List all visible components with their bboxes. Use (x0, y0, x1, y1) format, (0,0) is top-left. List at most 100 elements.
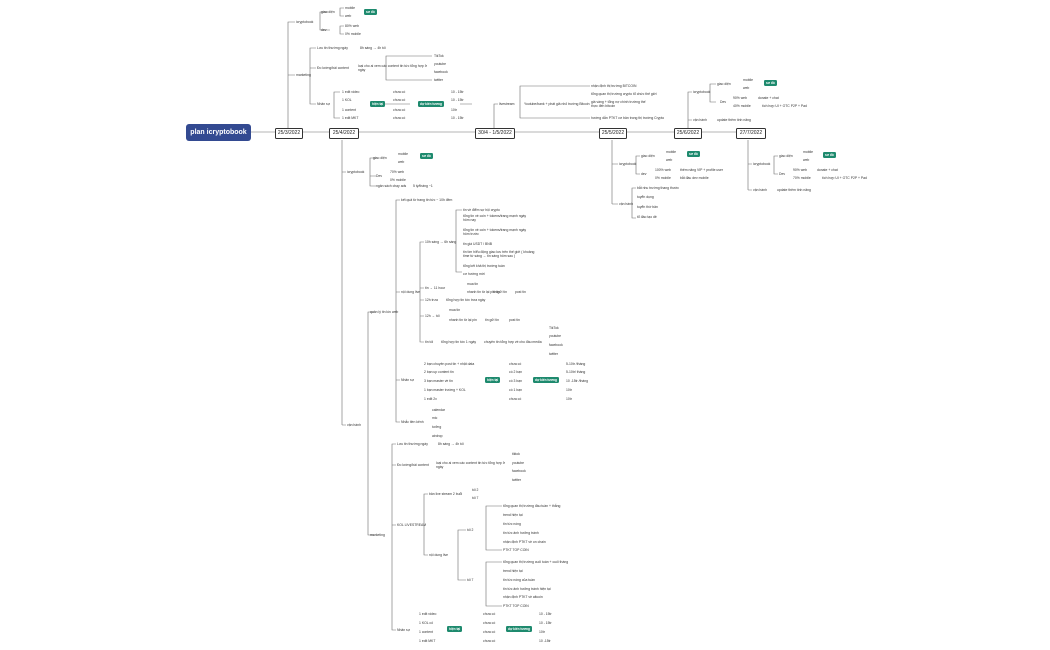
b2-platform2-3: facebook (512, 469, 526, 473)
b1-dev-web: 80% web (345, 24, 359, 28)
b2-nhan-su2: Nhân sự (397, 628, 411, 632)
b4-item-4: tổ đào tạo dẻ (637, 215, 657, 219)
b3-livestream: livestream (499, 102, 515, 106)
b2-g1-item-3: tổng tin về coin + tokens/trang mạnh ngà… (463, 228, 527, 236)
b2-hien-5: chưa có (509, 397, 522, 401)
b2-hien-tai-tag: hiện tại (485, 377, 501, 383)
b6-dev: Dev (779, 172, 786, 176)
b1-luu-tin-val: 8h sáng → 4h tối (360, 46, 386, 50)
b2-g4-c: tin gửi tin (485, 318, 499, 322)
b2-g4-b: nhanh tin từ lại pin (449, 318, 477, 322)
b2-nhac-1: calendar (432, 408, 446, 412)
b2-dev-web: 70% web (390, 170, 404, 174)
b1-hien-4: chưa có (393, 116, 406, 120)
b2-platform2-4: twitter (512, 478, 522, 482)
b1-du-1: 10 - 15tr (451, 90, 464, 94)
b2-nhac-3: tưởng (432, 425, 442, 429)
b2-staff2-4: 1 edit MKT (419, 639, 436, 643)
b2-g5-val: tổng hợp tin tức 1 ngày (441, 340, 477, 344)
b2-t7-2: trend hiện tại (503, 569, 523, 573)
b4-dev-mobile-val: bắt đầu dev mobile (680, 176, 709, 180)
b2-hien2-4: chưa có (483, 639, 496, 643)
b1-platform-facebook: facebook (434, 70, 448, 74)
b2-du-5: 10tr (566, 397, 572, 401)
b2-ban-2: tối 7 (472, 496, 479, 500)
b2-g2-c: tin gửi tin (493, 290, 507, 294)
b2-du2-4: 10 -15tr (539, 639, 551, 643)
b2-du-4: 10tr (566, 388, 572, 392)
date-node-3[interactable]: 30/4 - 1/5/2022 (475, 128, 515, 139)
b2-du-kien-tag-2: dự kiến tương (506, 626, 532, 632)
b3-item-4: hướng dẫn PTKT cơ bản trong thị trường C… (591, 116, 665, 120)
b3-livestream-val: Youtube/bank + phát giả nhỏ trường Bitco… (524, 102, 590, 106)
b2-g2-a: mua tin (467, 282, 479, 286)
b1-giao-dien: giao diện (321, 10, 335, 14)
b5-van-hanh-val: update thêm tính năng (717, 118, 751, 122)
b2-t7-6: PTKT TOP COIN (503, 604, 529, 608)
b2-platform-2: youtube (549, 334, 562, 338)
b2-du2-2: 10 - 15tr (539, 621, 552, 625)
b5-web: web (743, 86, 750, 90)
b1-dinh-tinh: Đo lường/bài content (317, 66, 349, 70)
b1-du-3: 10tr (451, 108, 457, 112)
b2-hien-3: có 3 bạn (509, 379, 523, 383)
b6-mobile: mobile (803, 150, 813, 154)
date-node-6[interactable]: 27/7/2022 (736, 128, 766, 139)
b1-marketing: marketing (296, 73, 311, 77)
b3-item-1: nhận định thị trường BITCOIN (591, 84, 637, 88)
b4-mobile: mobile (666, 150, 676, 154)
b1-web: web (345, 14, 352, 18)
b1-platform-twitter: twitter (434, 78, 444, 82)
b1-hien-3: chưa có (393, 108, 406, 112)
b4-icryptobook: icryptobook (619, 162, 637, 166)
b2-van-hanh: vận hành (347, 423, 361, 427)
b1-du-kien-tag: dự kiến tương (418, 101, 444, 107)
b2-hien2-3: chưa có (483, 630, 496, 634)
b2-kol: KOL LIVESTREAM (397, 523, 427, 527)
b4-van-hanh: vận hành (619, 202, 633, 206)
date-node-5[interactable]: 25/6/2022 (674, 128, 702, 139)
b4-item-3: tuyển thờ bản (637, 205, 658, 209)
b2-hien2-1: chưa có (483, 612, 496, 616)
b2-platform-1: TikTok (549, 326, 559, 330)
b2-du-2: 5-10tr/ tháng (566, 370, 586, 374)
b2-t2-4: tin tức ảnh hưởng tránh (503, 531, 539, 535)
b1-staff-4: 1 edit MKT (342, 116, 359, 120)
b2-ket-qua: kết quả từ trang tin tức ~ 10h đêm (401, 198, 453, 202)
b2-g5-val2: chuyên tin tổng hợp về cho đầu media (484, 340, 542, 344)
b2-staff2-1: 1 edit video (419, 612, 437, 616)
b1-du-2: 10 - 15tr (451, 98, 464, 102)
b2-t2-1: tổng quan thị trường đầu tuần + thắng (503, 504, 561, 508)
b2-g4: 12h → tối (425, 314, 440, 318)
b6-giao-dien: giao diện (779, 154, 793, 158)
b1-mobile: mobile (345, 6, 355, 10)
b4-item-1: bắt nhu trường thang thước (637, 186, 679, 190)
b4-dev-web-val: thêm năng VIP + profile user (680, 168, 724, 172)
b6-van-hanh: vận hành (753, 188, 767, 192)
b2-t7-4: tin tức ảnh hưởng tránh hiện tại (503, 587, 551, 591)
b3-item-3: giá vàng + tổng nợ chính trường thế thực… (591, 100, 646, 108)
date-node-4[interactable]: 25/5/2022 (599, 128, 627, 139)
b2-dev: Dev (376, 174, 383, 178)
b2-ngan-sach-val: 5 tỷ/tháng ~1 (413, 184, 433, 188)
b6-dev-web-val: donate + chat (817, 168, 838, 172)
date-node-1[interactable]: 25/3/2022 (275, 128, 303, 139)
b2-noi-dung-live: nội dung live (429, 553, 449, 557)
b1-du-4: 10 - 15tr (451, 116, 464, 120)
b2-web: web (398, 160, 405, 164)
date-node-2[interactable]: 25/4/2022 (329, 128, 359, 139)
b6-dev-web: 90% web (793, 168, 807, 172)
b2-dev-mobile: 0% mobile (390, 178, 406, 182)
b2-ban: bản live stream 2 buổi (429, 492, 463, 496)
root-node[interactable]: plan icryptobook (186, 124, 251, 141)
b2-hien2-2: chưa có (483, 621, 496, 625)
b2-g4-d: post tin (509, 318, 520, 322)
b2-luu-tin: Lưu tin thường ngày (397, 442, 428, 446)
b2-staff2-2: 1 KOL cố (419, 621, 434, 625)
b4-item-2: tuyển dụng (637, 195, 654, 199)
b2-staff-4: 1 bạn master trường + KOL (424, 388, 466, 392)
b2-t2-2: trend hiện tại (503, 513, 523, 517)
b2-hien-2: có 2 bạn (509, 370, 523, 374)
b2-g1: 10h sáng → 6h sáng (425, 240, 457, 244)
